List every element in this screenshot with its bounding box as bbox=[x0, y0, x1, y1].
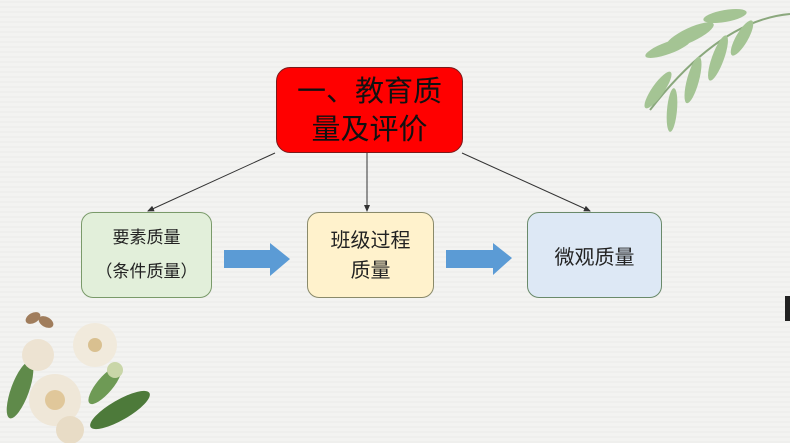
connector-root-to-node3 bbox=[461, 152, 591, 212]
butterfly-icon bbox=[25, 312, 54, 328]
node-element-quality: 要素质量 （条件质量） bbox=[81, 212, 212, 298]
node2-line1: 班级过程 bbox=[330, 228, 411, 252]
block-arrow-1 bbox=[224, 243, 290, 276]
block-arrow-2 bbox=[446, 243, 512, 275]
node3-line1: 微观质量 bbox=[554, 244, 635, 269]
edge-scroll-tab bbox=[785, 296, 790, 321]
connector-root-to-node1 bbox=[147, 152, 276, 212]
root-node-education-quality: 一、教育质 量及评价 bbox=[276, 67, 463, 153]
node-micro-quality: 微观质量 bbox=[527, 212, 662, 298]
node1-line1: 要素质量 bbox=[112, 228, 181, 248]
node2-line2: 质量 bbox=[350, 258, 391, 282]
node-class-process-quality: 班级过程 质量 bbox=[307, 212, 434, 298]
flower-decoration bbox=[6, 323, 150, 443]
leaf-branch-decoration bbox=[644, 8, 790, 132]
root-node-line2: 量及评价 bbox=[311, 112, 428, 146]
root-node-line1: 一、教育质 bbox=[296, 74, 442, 108]
node1-line2: （条件质量） bbox=[95, 262, 198, 282]
